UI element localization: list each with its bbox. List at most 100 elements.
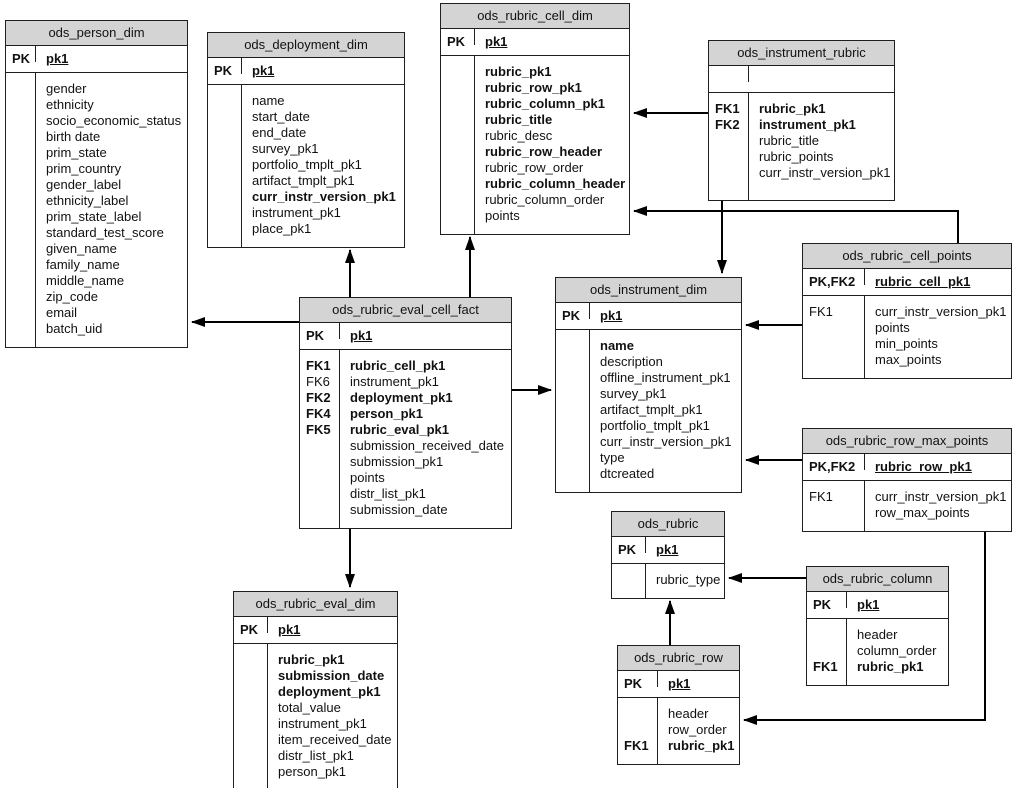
key-designator: FK2 bbox=[715, 117, 740, 132]
key-designator bbox=[447, 128, 474, 144]
key-designator bbox=[306, 470, 339, 486]
table-title: ods_rubric_row bbox=[618, 646, 739, 671]
attribute-name: gender_label bbox=[46, 177, 122, 192]
attribute-name: person_pk1 bbox=[350, 406, 423, 421]
table-title: ods_person_dim bbox=[6, 21, 187, 46]
key-designator-column: FK1 bbox=[803, 296, 865, 378]
key-designator-column: FK1 bbox=[803, 481, 865, 531]
key-designator bbox=[447, 144, 474, 160]
key-designator bbox=[715, 149, 748, 165]
key-designator: FK1 bbox=[809, 304, 833, 319]
key-designator bbox=[214, 109, 241, 125]
attribute-name: curr_instr_version_pk1 bbox=[252, 189, 396, 204]
attribute-name: min_points bbox=[875, 336, 938, 351]
key-designator bbox=[240, 700, 267, 716]
attribute-name: total_value bbox=[278, 700, 341, 715]
attribute-name: rubric_pk1 bbox=[278, 652, 345, 667]
table-title: ods_rubric_eval_dim bbox=[234, 592, 397, 617]
attribute-name: rubric_row_pk1 bbox=[485, 80, 582, 95]
attribute-name: header bbox=[857, 627, 898, 642]
key-designator bbox=[447, 80, 474, 96]
attribute-name: ethnicity_label bbox=[46, 193, 129, 208]
key-designator bbox=[12, 97, 35, 113]
key-designator: PK bbox=[807, 592, 847, 612]
attribute-name: rubric_pk1 bbox=[759, 101, 826, 116]
attribute-name: prim_state bbox=[46, 145, 107, 160]
key-designator-column: FK1 bbox=[618, 698, 658, 764]
attribute-name: submission_date bbox=[278, 668, 385, 683]
primary-key-column: pk1 bbox=[668, 676, 691, 691]
primary-key-column: pk1 bbox=[278, 622, 301, 637]
key-designator bbox=[214, 189, 241, 205]
attribute-name: place_pk1 bbox=[252, 221, 312, 236]
key-designator bbox=[562, 386, 589, 402]
key-designator bbox=[562, 338, 589, 354]
attribute-name: item_received_date bbox=[278, 732, 392, 747]
attribute-name: row_max_points bbox=[875, 505, 970, 520]
key-designator bbox=[618, 572, 645, 588]
primary-key-column: rubric_cell_pk1 bbox=[875, 274, 971, 289]
key-designator bbox=[12, 193, 35, 209]
attribute-name: family_name bbox=[46, 257, 120, 272]
attribute-name: batch_uid bbox=[46, 321, 103, 336]
attribute-name: points bbox=[350, 470, 385, 485]
primary-key-column: pk1 bbox=[252, 63, 275, 78]
attribute-name: distr_list_pk1 bbox=[350, 486, 426, 501]
key-designator: FK1 bbox=[624, 738, 649, 753]
attribute-name: points bbox=[485, 208, 520, 223]
key-designator-column bbox=[208, 85, 242, 247]
key-designator bbox=[624, 722, 657, 738]
key-designator bbox=[240, 668, 267, 684]
key-designator bbox=[214, 93, 241, 109]
attribute-name: artifact_tmplt_pk1 bbox=[600, 402, 703, 417]
attribute-name: rubric_row_header bbox=[485, 144, 603, 159]
key-designator-column bbox=[234, 644, 268, 788]
table-title: ods_rubric_eval_cell_fact bbox=[300, 298, 511, 323]
key-designator bbox=[240, 684, 267, 700]
attribute-name: points bbox=[875, 320, 910, 335]
attribute-name: offline_instrument_pk1 bbox=[600, 370, 731, 385]
attribute-name: rubric_pk1 bbox=[857, 659, 924, 674]
key-designator bbox=[447, 192, 474, 208]
key-designator bbox=[447, 96, 474, 112]
attribute-name: curr_instr_version_pk1 bbox=[875, 489, 1007, 504]
key-designator bbox=[306, 454, 339, 470]
primary-key-column: rubric_row_pk1 bbox=[875, 459, 972, 474]
attribute-name: instrument_pk1 bbox=[350, 374, 439, 389]
key-designator bbox=[447, 112, 474, 128]
primary-key-row bbox=[709, 66, 894, 93]
primary-key-column: pk1 bbox=[350, 328, 373, 343]
key-designator bbox=[562, 418, 589, 434]
key-designator bbox=[214, 141, 241, 157]
primary-key-column: pk1 bbox=[46, 51, 69, 66]
attribute-name: rubric_pk1 bbox=[485, 64, 552, 79]
key-designator bbox=[715, 165, 748, 181]
attribute-name: max_points bbox=[875, 352, 942, 367]
key-designator-column bbox=[441, 56, 475, 234]
key-designator bbox=[562, 354, 589, 370]
attribute-name: curr_instr_version_pk1 bbox=[875, 304, 1007, 319]
key-designator bbox=[624, 706, 657, 722]
key-designator-column: FK1 bbox=[807, 619, 847, 685]
key-designator: FK4 bbox=[306, 406, 331, 421]
attribute-name: rubric_column_pk1 bbox=[485, 96, 605, 111]
key-designator: FK1 bbox=[813, 659, 838, 674]
table-title: ods_deployment_dim bbox=[208, 33, 404, 58]
key-designator bbox=[214, 221, 241, 237]
key-designator: PK bbox=[441, 29, 475, 49]
key-designator bbox=[12, 225, 35, 241]
